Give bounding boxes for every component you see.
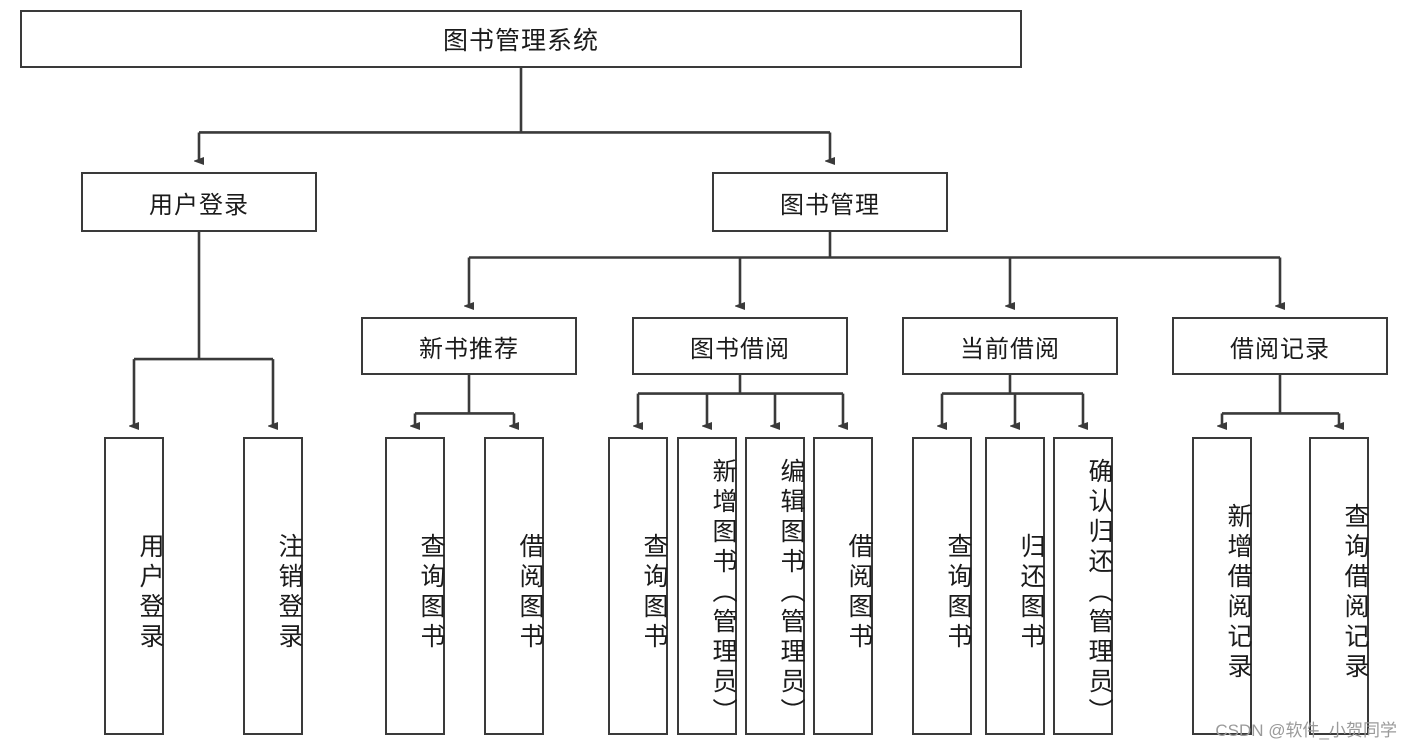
leaf-label: 查询借阅记录: [1341, 503, 1369, 683]
leaf-label: 借阅图书: [516, 533, 544, 653]
leaf-query-borrow-record[interactable]: 查询借阅记录: [1309, 437, 1369, 735]
leaf-add-book[interactable]: 新增图书（管理员）: [677, 437, 737, 735]
leaf-edit-book[interactable]: 编辑图书（管理员）: [745, 437, 805, 735]
csdn-watermark: CSDN @软件_小贺同学: [1215, 721, 1397, 740]
leaf-label: 查询图书: [944, 533, 972, 653]
leaf-return-book[interactable]: 归还图书: [985, 437, 1045, 735]
leaf-label: 新增借阅记录: [1224, 503, 1252, 683]
leaf-label: 归还图书: [1017, 533, 1045, 653]
node-new-book-recommend[interactable]: 新书推荐: [361, 317, 577, 375]
leaf-add-borrow-record[interactable]: 新增借阅记录: [1192, 437, 1252, 735]
leaf-label: 新增图书（管理员）: [709, 458, 737, 728]
node-user-login[interactable]: 用户登录: [81, 172, 317, 232]
leaf-user-logout[interactable]: 注销登录: [243, 437, 303, 735]
node-book-borrow[interactable]: 图书借阅: [632, 317, 848, 375]
leaf-label: 查询图书: [417, 533, 445, 653]
leaf-label: 确认归还（管理员）: [1085, 458, 1113, 728]
leaf-query-book-1[interactable]: 查询图书: [385, 437, 445, 735]
leaf-user-login[interactable]: 用户登录: [104, 437, 164, 735]
leaf-query-book-2[interactable]: 查询图书: [608, 437, 668, 735]
leaf-label: 用户登录: [136, 533, 164, 653]
leaf-query-book-3[interactable]: 查询图书: [912, 437, 972, 735]
node-current-borrow[interactable]: 当前借阅: [902, 317, 1118, 375]
leaf-borrow-book-2[interactable]: 借阅图书: [813, 437, 873, 735]
leaf-label: 编辑图书（管理员）: [777, 458, 805, 728]
node-root[interactable]: 图书管理系统: [20, 10, 1022, 68]
node-borrow-record[interactable]: 借阅记录: [1172, 317, 1388, 375]
leaf-confirm-return[interactable]: 确认归还（管理员）: [1053, 437, 1113, 735]
leaf-borrow-book-1[interactable]: 借阅图书: [484, 437, 544, 735]
leaf-label: 查询图书: [640, 533, 668, 653]
leaf-label: 借阅图书: [845, 533, 873, 653]
leaf-label: 注销登录: [275, 533, 303, 653]
node-book-manage[interactable]: 图书管理: [712, 172, 948, 232]
